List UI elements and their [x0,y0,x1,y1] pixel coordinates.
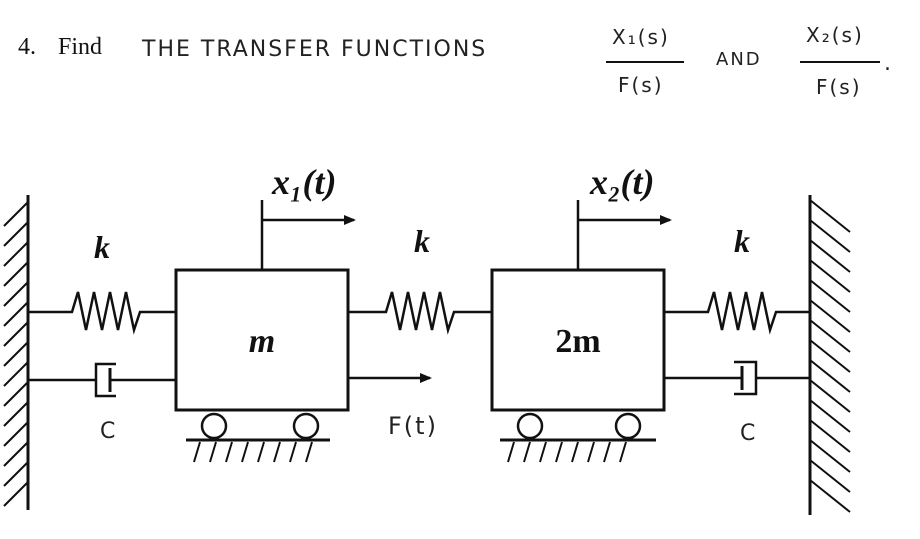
mass1-label: m [249,323,275,360]
damper-right-label: C [740,421,757,446]
spring-middle-label: k [414,223,430,259]
and-word: AND [716,49,762,70]
mass2-wheels [516,412,642,440]
spring-left-label: k [94,229,110,265]
spring-right-label: k [734,223,750,259]
ground-1 [186,438,330,463]
problem-number: 4. [18,34,36,60]
handwritten-instruction: THE TRANSFER FUNCTIONS [141,37,487,62]
period: . [884,51,893,76]
spring-middle [348,291,492,335]
mass1-wheels [200,412,320,440]
ground-2 [500,438,656,463]
fraction1-numerator: X₁(s) [612,25,670,49]
right-wall [808,195,851,515]
fraction2-denominator: F(s) [816,75,862,99]
disp2-arrow [576,200,672,270]
problem-statement: 4. Find THE TRANSFER FUNCTIONS X₁(s) F(s… [18,23,893,99]
left-wall [3,195,30,510]
damper-left [28,362,176,398]
damper-left-label: C [100,419,117,444]
fraction1-denominator: F(s) [618,73,664,97]
damper-right [664,360,810,396]
spring-left [28,291,176,335]
force-label: F(t) [388,412,438,440]
disp2-label: x₂(t) [589,162,655,202]
disp1-label: x₁(t) [271,162,337,202]
find-word: Find [58,34,102,60]
disp1-arrow [260,200,356,270]
spring-right [664,291,810,335]
mass2-label: 2m [555,323,600,360]
fraction2-numerator: X₂(s) [806,23,864,47]
